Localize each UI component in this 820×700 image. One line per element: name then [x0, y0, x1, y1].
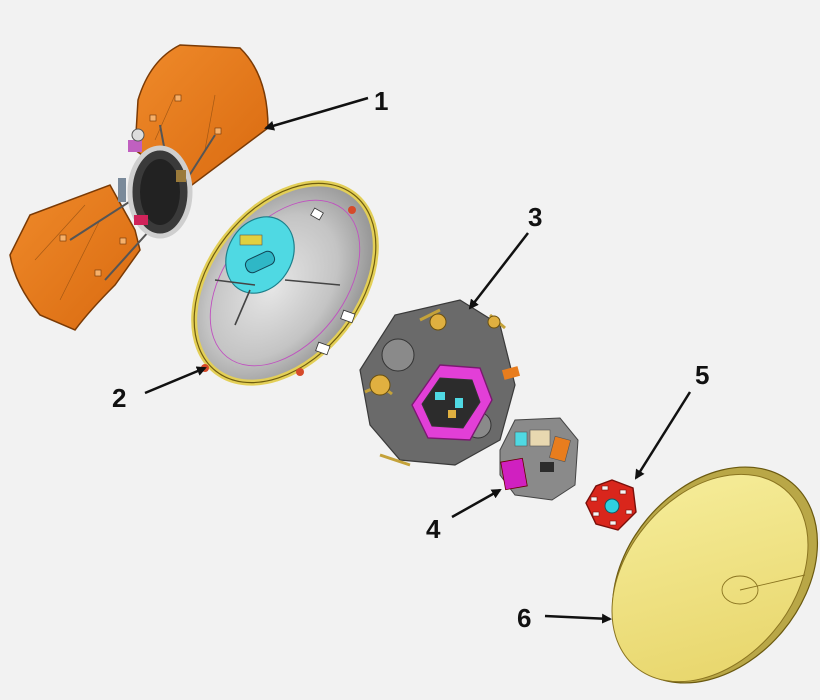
- callout-label-3: 3: [528, 202, 542, 232]
- callout-label-1: 1: [374, 86, 388, 116]
- callout-arrows: [144, 96, 692, 624]
- heatshield-face: [611, 473, 809, 683]
- lander: [359, 299, 521, 467]
- callout-arrow-3: [468, 232, 529, 310]
- callout-arrow-2: [144, 366, 207, 395]
- callout-arrow-4: [451, 488, 502, 519]
- lander-tank-left: [381, 338, 415, 372]
- callout-label-4: 4: [426, 514, 441, 544]
- red-hexagon-assembly: [585, 479, 637, 531]
- hexagon-center: [604, 498, 620, 514]
- callout-arrow-1: [264, 96, 369, 131]
- callout-label-2: 2: [112, 383, 126, 413]
- callout-label-5: 5: [695, 360, 709, 390]
- callout-arrow-5: [634, 391, 692, 480]
- lower-solar-array: [9, 184, 141, 331]
- callout-arrow-6: [544, 613, 612, 624]
- instrument-package: [499, 417, 579, 501]
- heatshield: [611, 466, 819, 684]
- callout-label-6: 6: [517, 603, 531, 633]
- backshell: [191, 180, 379, 386]
- cruise-stage: [9, 44, 269, 331]
- instrument-magenta-box: [500, 457, 528, 491]
